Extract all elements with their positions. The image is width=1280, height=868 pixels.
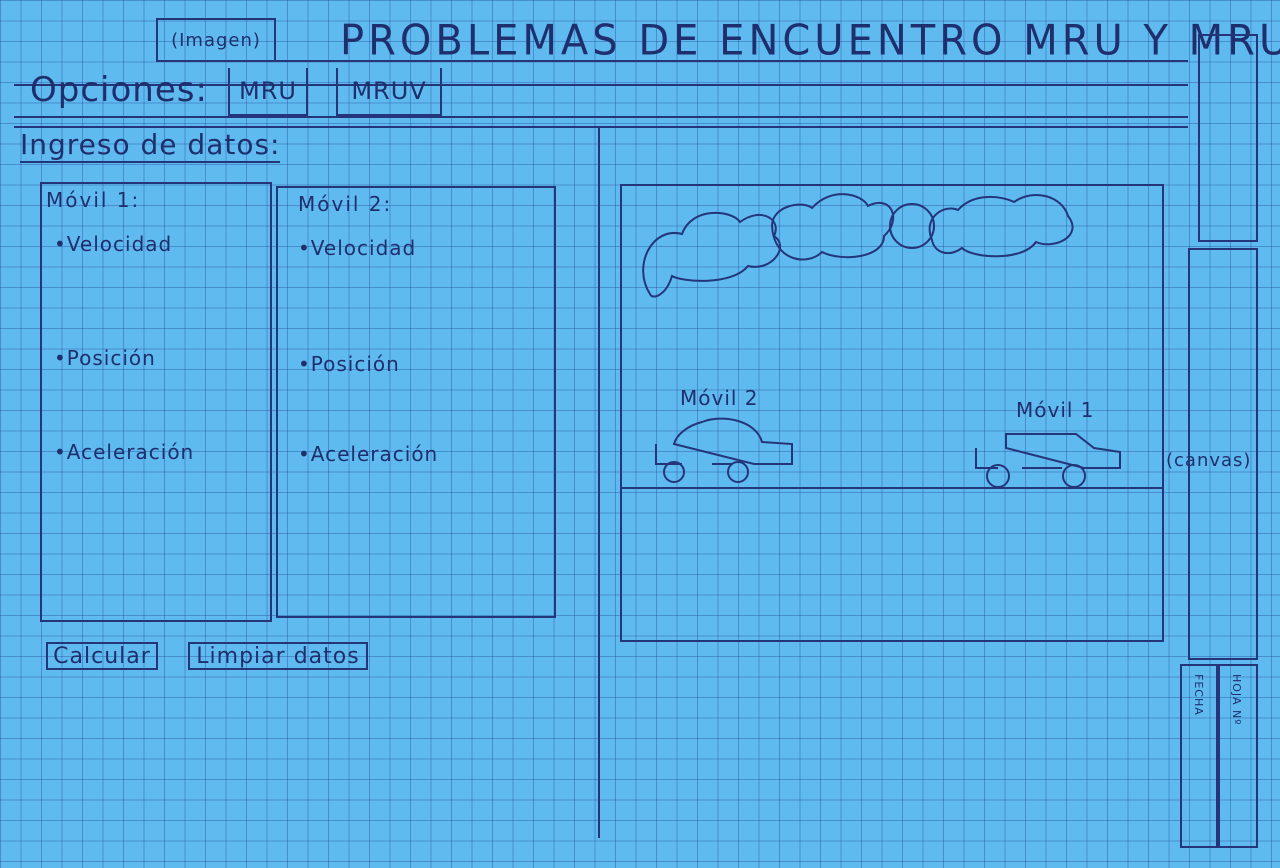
options-divider xyxy=(14,116,1188,118)
calcular-button-label: Calcular xyxy=(53,643,151,669)
movil2-posicion-field[interactable]: •Posición xyxy=(298,352,400,376)
movil1-posicion-field[interactable]: •Posición xyxy=(54,346,156,370)
cloud-icon xyxy=(928,193,1074,258)
options-label: Opciones: xyxy=(30,70,208,110)
movil1-panel: Móvil 1: •Velocidad •Posición •Aceleraci… xyxy=(40,182,272,622)
movil2-title: Móvil 2: xyxy=(298,192,393,216)
input-heading: Ingreso de datos: xyxy=(20,128,281,163)
mruv-button-label: MRUV xyxy=(351,77,427,105)
cloud-icon xyxy=(770,193,895,261)
movil2-panel: Móvil 2: •Velocidad •Posición •Aceleraci… xyxy=(276,186,556,618)
sheet-hoja-label: HOJA Nº xyxy=(1230,674,1243,726)
sheet-fecha-label: FECHA xyxy=(1192,674,1205,716)
movil1-velocidad-field[interactable]: •Velocidad xyxy=(54,232,173,256)
canvas-drawing xyxy=(622,193,1162,489)
page-title: PROBLEMAS DE ENCUENTRO MRU Y MRUV xyxy=(340,16,1280,66)
car-left-label: Móvil 2 xyxy=(680,386,759,410)
sheet-margin-box-top xyxy=(1198,34,1258,242)
sheet-margin-box-middle xyxy=(1188,248,1258,660)
movil2-aceleracion-field[interactable]: •Aceleración xyxy=(298,442,439,466)
options-divider-2 xyxy=(14,126,1188,128)
sun-icon xyxy=(889,203,936,249)
wheel-icon xyxy=(663,461,685,483)
car-icon xyxy=(655,417,793,465)
canvas-label: (canvas) xyxy=(1166,450,1252,471)
header-divider xyxy=(14,84,1188,86)
car-icon xyxy=(975,433,1121,469)
car-right-label: Móvil 1 xyxy=(1016,398,1095,422)
wheel-icon xyxy=(727,461,749,483)
limpiar-datos-button-label: Limpiar datos xyxy=(196,643,360,669)
section-divider xyxy=(598,126,600,838)
mru-button[interactable]: MRU xyxy=(228,68,308,116)
movil1-aceleracion-field[interactable]: •Aceleración xyxy=(54,440,195,464)
image-placeholder: (Imagen) xyxy=(156,18,276,62)
simulation-canvas: Móvil 2 Móvil 1 xyxy=(620,184,1164,642)
image-placeholder-label: (Imagen) xyxy=(171,29,261,51)
sheet-hoja-box: HOJA Nº xyxy=(1218,664,1258,848)
calcular-button[interactable]: Calcular xyxy=(46,642,158,670)
wheel-icon xyxy=(1062,464,1086,488)
movil2-velocidad-field[interactable]: •Velocidad xyxy=(298,236,417,260)
limpiar-datos-button[interactable]: Limpiar datos xyxy=(188,642,368,670)
wheel-icon xyxy=(986,464,1010,488)
title-underline xyxy=(276,60,1188,62)
mruv-button[interactable]: MRUV xyxy=(336,68,442,116)
movil1-title: Móvil 1: xyxy=(46,188,141,212)
cloud-icon xyxy=(642,211,781,298)
mru-button-label: MRU xyxy=(239,77,297,105)
sheet-fecha-box: FECHA xyxy=(1180,664,1218,848)
